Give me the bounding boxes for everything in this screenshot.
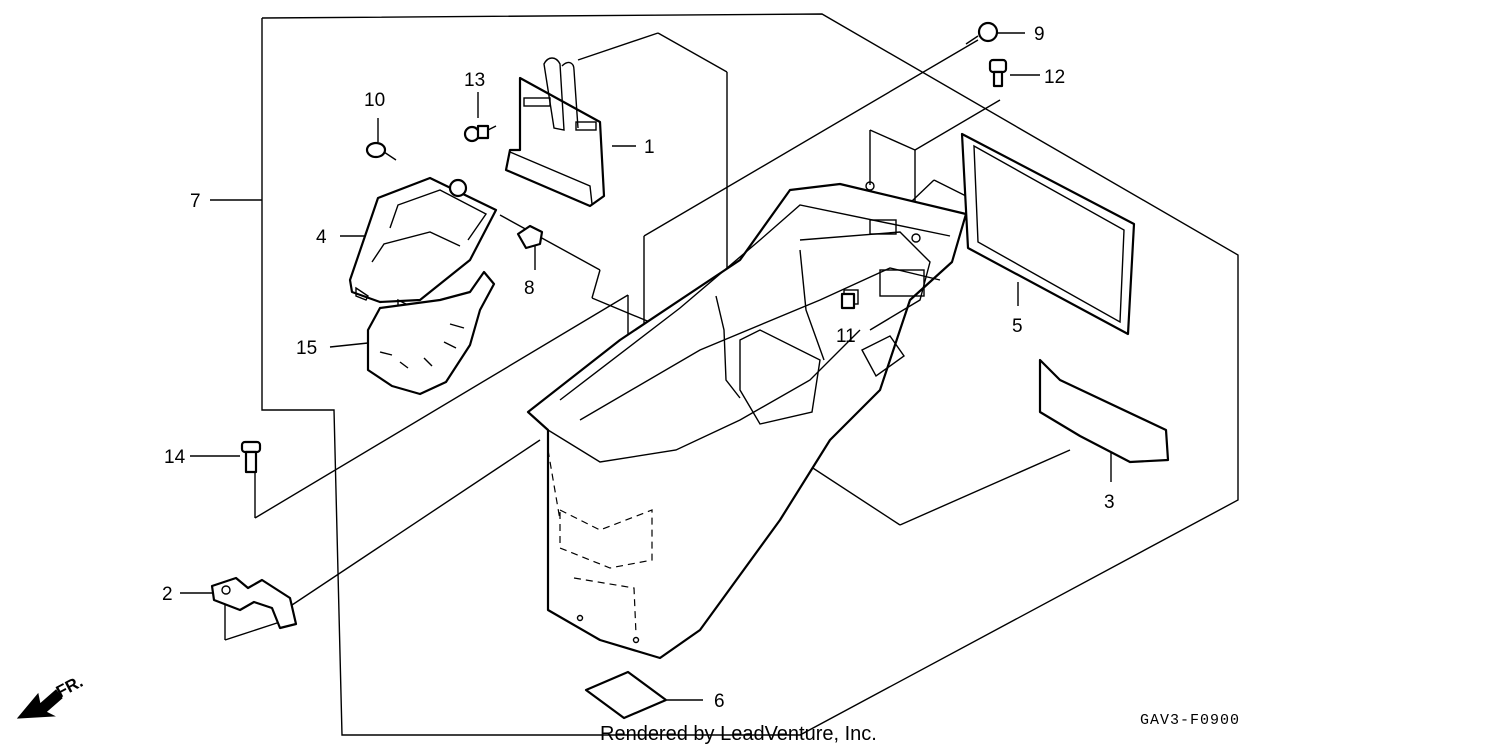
callout-11: 11 [836,326,856,347]
callout-3: 3 [1104,492,1115,513]
callout-10: 10 [364,90,385,111]
part-stay-bracket [210,576,298,630]
part-bracket-plate [504,57,606,208]
part-screw-9 [965,21,999,45]
assembly-boundary [261,13,1239,736]
callout-5: 5 [1012,316,1023,337]
part-bolt-14 [240,440,262,474]
callout-6: 6 [714,691,725,712]
callout-8: 8 [524,278,535,299]
diagram-code: GAV3-F0900 [1140,712,1240,729]
callout-1: 1 [644,137,655,158]
callout-13: 13 [464,70,485,91]
credit-text: Rendered by LeadVenture, Inc. [600,723,877,745]
part-luggage-box [526,181,968,660]
part-cover [348,176,498,318]
callout-12: 12 [1044,67,1065,88]
callout-7: 7 [190,191,201,212]
callout-9: 9 [1034,24,1045,45]
callout-14: 14 [164,447,186,468]
part-screw-10 [365,141,397,161]
callout-15: 15 [296,338,317,359]
part-bolt-12 [988,58,1008,88]
part-bolt-13 [463,124,497,143]
callout-4: 4 [316,227,327,248]
callout-labels: 1 2 3 4 5 6 7 8 9 10 11 12 13 14 15 [162,24,1115,712]
part-label [584,670,668,720]
part-strip [1038,358,1170,464]
part-nut-11 [840,292,856,310]
part-gasket [366,270,496,396]
front-direction-arrow-icon: FR. [16,672,86,719]
part-mat [960,132,1136,336]
part-clip-nut [516,224,544,250]
callout-2: 2 [162,584,173,605]
leader-lines [180,32,1112,701]
